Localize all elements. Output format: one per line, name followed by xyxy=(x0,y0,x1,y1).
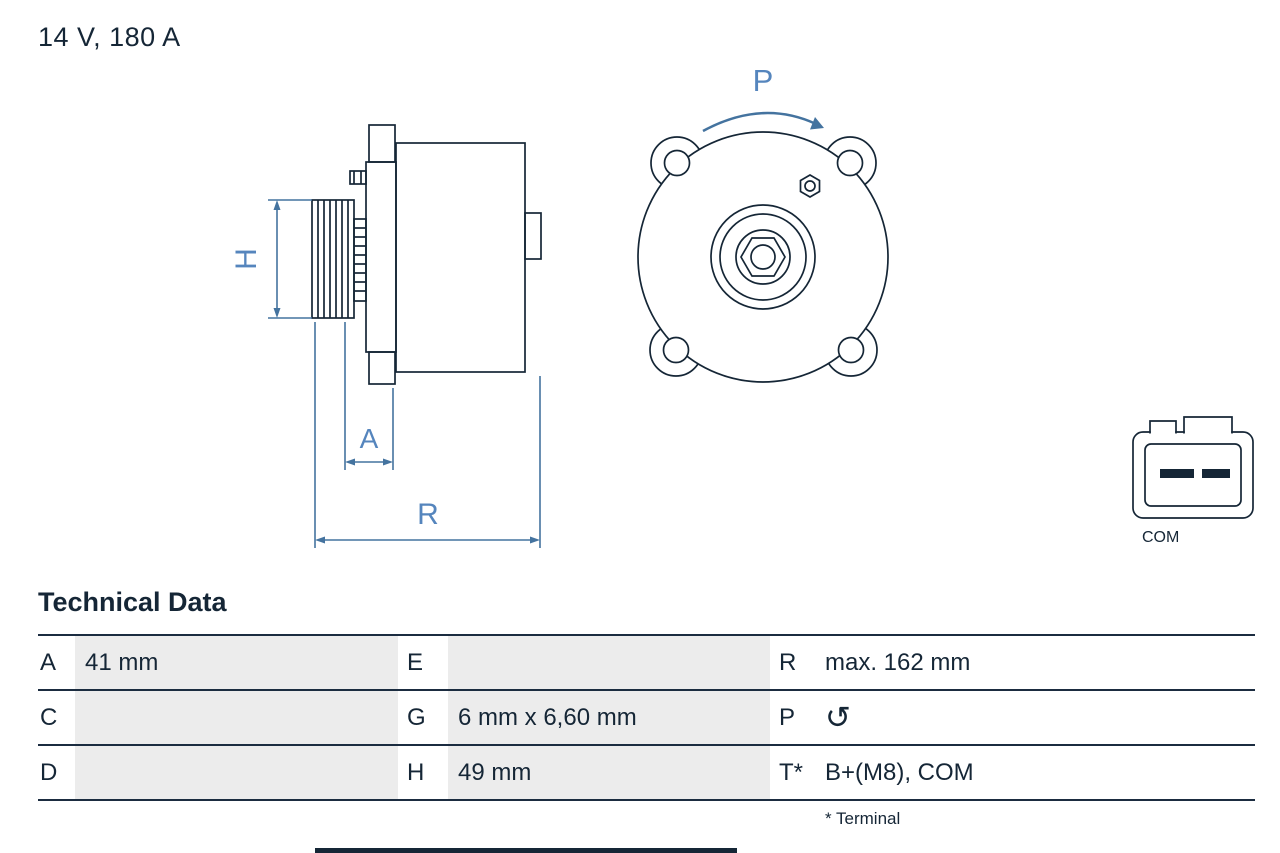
dimension-a-label: A xyxy=(360,423,379,454)
param-label-r: R xyxy=(779,649,797,676)
param-value-c xyxy=(75,691,398,744)
shaft-nut xyxy=(740,237,786,277)
param-label-p: P xyxy=(779,704,796,731)
connector-pin xyxy=(1160,469,1194,478)
cropped-bottom-bar xyxy=(315,848,737,853)
table-row: D H 49 mm T* B+(M8), COM xyxy=(38,746,1255,801)
param-value-a: 41 mm xyxy=(75,636,398,689)
param-value-p: ↺ xyxy=(820,691,1255,744)
param-label-c: C xyxy=(40,704,58,731)
param-value-d xyxy=(75,746,398,799)
dimension-p-label: P xyxy=(753,63,774,98)
dimension-r xyxy=(314,322,541,548)
alternator-rear-view xyxy=(637,131,889,383)
rotation-ccw-icon: ↺ xyxy=(825,700,851,735)
param-label-e: E xyxy=(407,649,424,676)
table-row: C G 6 mm x 6,60 mm P ↺ xyxy=(38,691,1255,746)
alternator-side-view xyxy=(311,124,542,385)
table-heading: Technical Data xyxy=(38,587,227,617)
dimension-r-label: R xyxy=(417,498,439,531)
com-connector xyxy=(1132,416,1254,519)
bolt xyxy=(799,174,821,198)
rotation-arrow xyxy=(702,111,824,133)
technical-data-section: Technical Data A 41 mm E R max. 162 mm C… xyxy=(38,586,1255,829)
param-label-h: H xyxy=(407,759,425,786)
spec-title: 14 V, 180 A xyxy=(38,22,181,52)
dimension-a xyxy=(344,322,394,470)
dimension-h-label: H xyxy=(230,248,263,270)
technical-drawing: H A R xyxy=(230,63,1254,548)
param-value-t: B+(M8), COM xyxy=(825,759,974,786)
terminal-footnote: * Terminal xyxy=(825,809,901,828)
param-value-r: max. 162 mm xyxy=(825,649,971,676)
param-value-h: 49 mm xyxy=(448,746,770,799)
spec-table: A 41 mm E R max. 162 mm C G 6 mm x 6,60 … xyxy=(38,634,1255,801)
dimension-h xyxy=(268,199,312,319)
table-row: A 41 mm E R max. 162 mm xyxy=(38,636,1255,691)
param-label-t: T* xyxy=(779,759,803,786)
param-value-g: 6 mm x 6,60 mm xyxy=(448,691,770,744)
param-label-d: D xyxy=(40,759,58,786)
connector-pin xyxy=(1202,469,1230,478)
param-value-e xyxy=(448,636,770,689)
connector-label: COM xyxy=(1142,529,1179,546)
param-label-a: A xyxy=(40,649,57,676)
pulley xyxy=(311,199,355,319)
param-label-g: G xyxy=(407,704,426,731)
